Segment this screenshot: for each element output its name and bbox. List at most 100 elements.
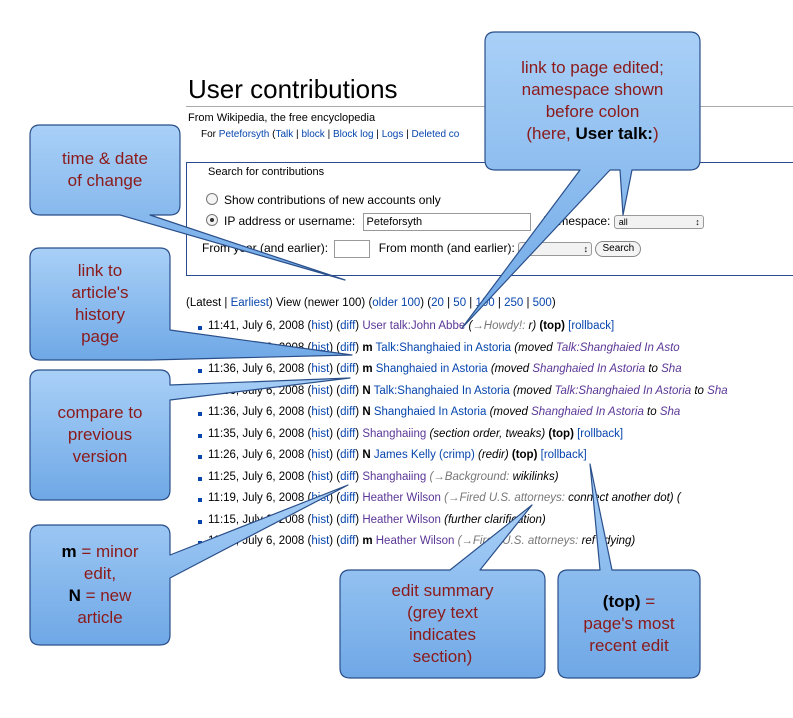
summary-link[interactable]: Shanghaied In Astoria — [532, 363, 646, 375]
user-link[interactable]: Peteforsyth — [218, 129, 270, 140]
talk-link[interactable]: Talk — [275, 129, 294, 140]
page-link[interactable]: Shanghaied in Astoria — [375, 363, 488, 375]
page-link[interactable]: Shanghaiing — [362, 427, 427, 440]
edit-time: 11:19, July 6, 2008 — [208, 492, 305, 504]
deleted-contribs-link[interactable]: Deleted co — [411, 129, 460, 140]
ip-user-radio[interactable] — [206, 214, 218, 227]
summary-link[interactable]: Sha — [707, 384, 728, 397]
callout-line: before colon — [545, 102, 640, 121]
page-link[interactable]: Shanghaiing — [362, 470, 427, 483]
ip-user-option[interactable]: IP address or username: Peteforsyth — [206, 213, 531, 231]
latest-label: Latest — [189, 297, 222, 309]
diff-link[interactable]: diff — [340, 363, 356, 375]
callout-minor-text: m = minor edit, N = new article — [30, 525, 170, 645]
diff-link[interactable]: diff — [340, 384, 356, 397]
user-links-prefix: For — [201, 129, 219, 140]
callout-line: (here, — [526, 124, 576, 143]
summary-link[interactable]: Talk:Shanghaied In Asto — [555, 341, 680, 354]
edit-summary: (moved — [514, 341, 556, 354]
edit-time: 11:41, July 6, 2008 — [208, 320, 305, 332]
hist-link[interactable]: hist — [311, 513, 330, 526]
search-button[interactable]: Search — [595, 241, 642, 257]
callout-line: (grey text — [407, 603, 478, 622]
callout-bold: User talk: — [575, 124, 653, 143]
top-marker: (top) — [548, 427, 574, 440]
limit-250-link[interactable]: 250 — [504, 297, 524, 309]
callout-line: namespace shown — [521, 80, 664, 99]
block-link[interactable]: block — [301, 129, 325, 140]
diff-link[interactable]: diff — [340, 427, 356, 440]
new-accounts-radio[interactable] — [206, 193, 218, 205]
callout-page — [461, 31, 701, 329]
pagination-nav: (Latest | Earliest) View (newer 100) (ol… — [186, 297, 556, 309]
hist-link[interactable]: hist — [311, 427, 330, 440]
summary-link[interactable]: Sha — [661, 363, 682, 375]
hist-link[interactable]: hist — [311, 320, 330, 332]
diff-link[interactable]: diff — [340, 492, 356, 504]
rollback-link[interactable]: [rollback] — [568, 320, 615, 332]
diff-link[interactable]: diff — [340, 513, 356, 526]
diff-link[interactable]: diff — [340, 449, 356, 461]
list-item: 11:19, July 6, 2008 (hist) (diff) Heathe… — [196, 492, 728, 514]
hist-link[interactable]: hist — [311, 449, 330, 461]
page-link[interactable]: Heather Wilson — [362, 513, 441, 526]
namespace-select[interactable]: all — [613, 214, 704, 229]
page-link[interactable]: User talk:John Abbe — [362, 320, 466, 332]
username-input[interactable]: Peteforsyth — [362, 213, 531, 231]
hist-link[interactable]: hist — [311, 470, 330, 483]
summary-link[interactable]: Sha — [659, 406, 681, 418]
block-log-link[interactable]: Block log — [332, 129, 374, 140]
hist-link[interactable]: hist — [311, 406, 330, 418]
top-marker: (top) — [539, 320, 565, 332]
newer-label: newer 100 — [307, 297, 362, 309]
edit-time: 11:26, July 6, 2008 — [208, 449, 305, 461]
limit-50-link[interactable]: 50 — [453, 297, 467, 309]
section-link[interactable]: (→Background: — [429, 470, 510, 483]
callout-line: edit summary — [391, 581, 494, 600]
diff-link[interactable]: diff — [340, 341, 356, 354]
page-link[interactable]: Heather Wilson — [375, 535, 455, 547]
older-link[interactable]: older 100 — [372, 297, 421, 309]
page-link[interactable]: Shanghaied In Astoria — [373, 406, 487, 418]
hist-link[interactable]: hist — [311, 384, 330, 397]
diff-link[interactable]: diff — [340, 406, 356, 418]
summary-link[interactable]: Shanghaied In Astoria — [531, 406, 644, 418]
logs-link[interactable]: Logs — [381, 129, 404, 140]
edit-summary: (moved — [490, 363, 533, 375]
view-label: View — [275, 297, 301, 309]
callout-minor — [29, 484, 349, 646]
edit-summary: r) — [525, 320, 537, 332]
diff-link[interactable]: diff — [340, 535, 356, 547]
page-title: User contributions — [188, 74, 398, 104]
callout-line: link to — [77, 261, 123, 280]
earliest-link[interactable]: Earliest — [230, 297, 269, 309]
diff-link[interactable]: diff — [340, 320, 356, 332]
new-accounts-label: Show contributions of new accounts only — [224, 193, 441, 207]
edit-summary-cont: to — [643, 406, 660, 418]
summary-link[interactable]: Talk:Shanghaied In Astoria — [554, 384, 692, 397]
page-link[interactable]: Talk:Shanghaied In Astoria — [373, 384, 510, 397]
list-item: 11:25, July 6, 2008 (hist) (diff) Shangh… — [196, 471, 728, 493]
callout-line: time & date — [62, 149, 148, 168]
edit-summary: (section order, tweaks) — [429, 427, 546, 440]
limit-500-link[interactable]: 500 — [532, 297, 552, 309]
edit-summary-cont: to — [645, 363, 662, 375]
rollback-link[interactable]: [rollback] — [577, 427, 624, 440]
hist-link[interactable]: hist — [311, 363, 330, 375]
section-link[interactable]: →Howdy!: — [472, 320, 526, 332]
callout-line: version — [72, 447, 128, 466]
callout-top — [557, 463, 701, 679]
new-accounts-option[interactable]: Show contributions of new accounts only — [206, 193, 441, 207]
rollback-link[interactable]: [rollback] — [540, 449, 587, 461]
limit-20-link[interactable]: 20 — [431, 297, 444, 309]
page-link[interactable]: Talk:Shanghaied in Astoria — [375, 341, 512, 354]
hist-link[interactable]: hist — [311, 535, 330, 547]
year-input[interactable] — [334, 240, 371, 258]
page-link[interactable]: James Kelly (crimp) — [373, 449, 475, 461]
page-link[interactable]: Heather Wilson — [362, 492, 441, 504]
callout-bold: N — [68, 586, 81, 605]
diff-link[interactable]: diff — [340, 470, 356, 483]
section-link[interactable]: (→Fired U.S. attorneys: — [444, 492, 565, 504]
edit-time: 11:36, July 6, 2008 — [208, 363, 305, 375]
